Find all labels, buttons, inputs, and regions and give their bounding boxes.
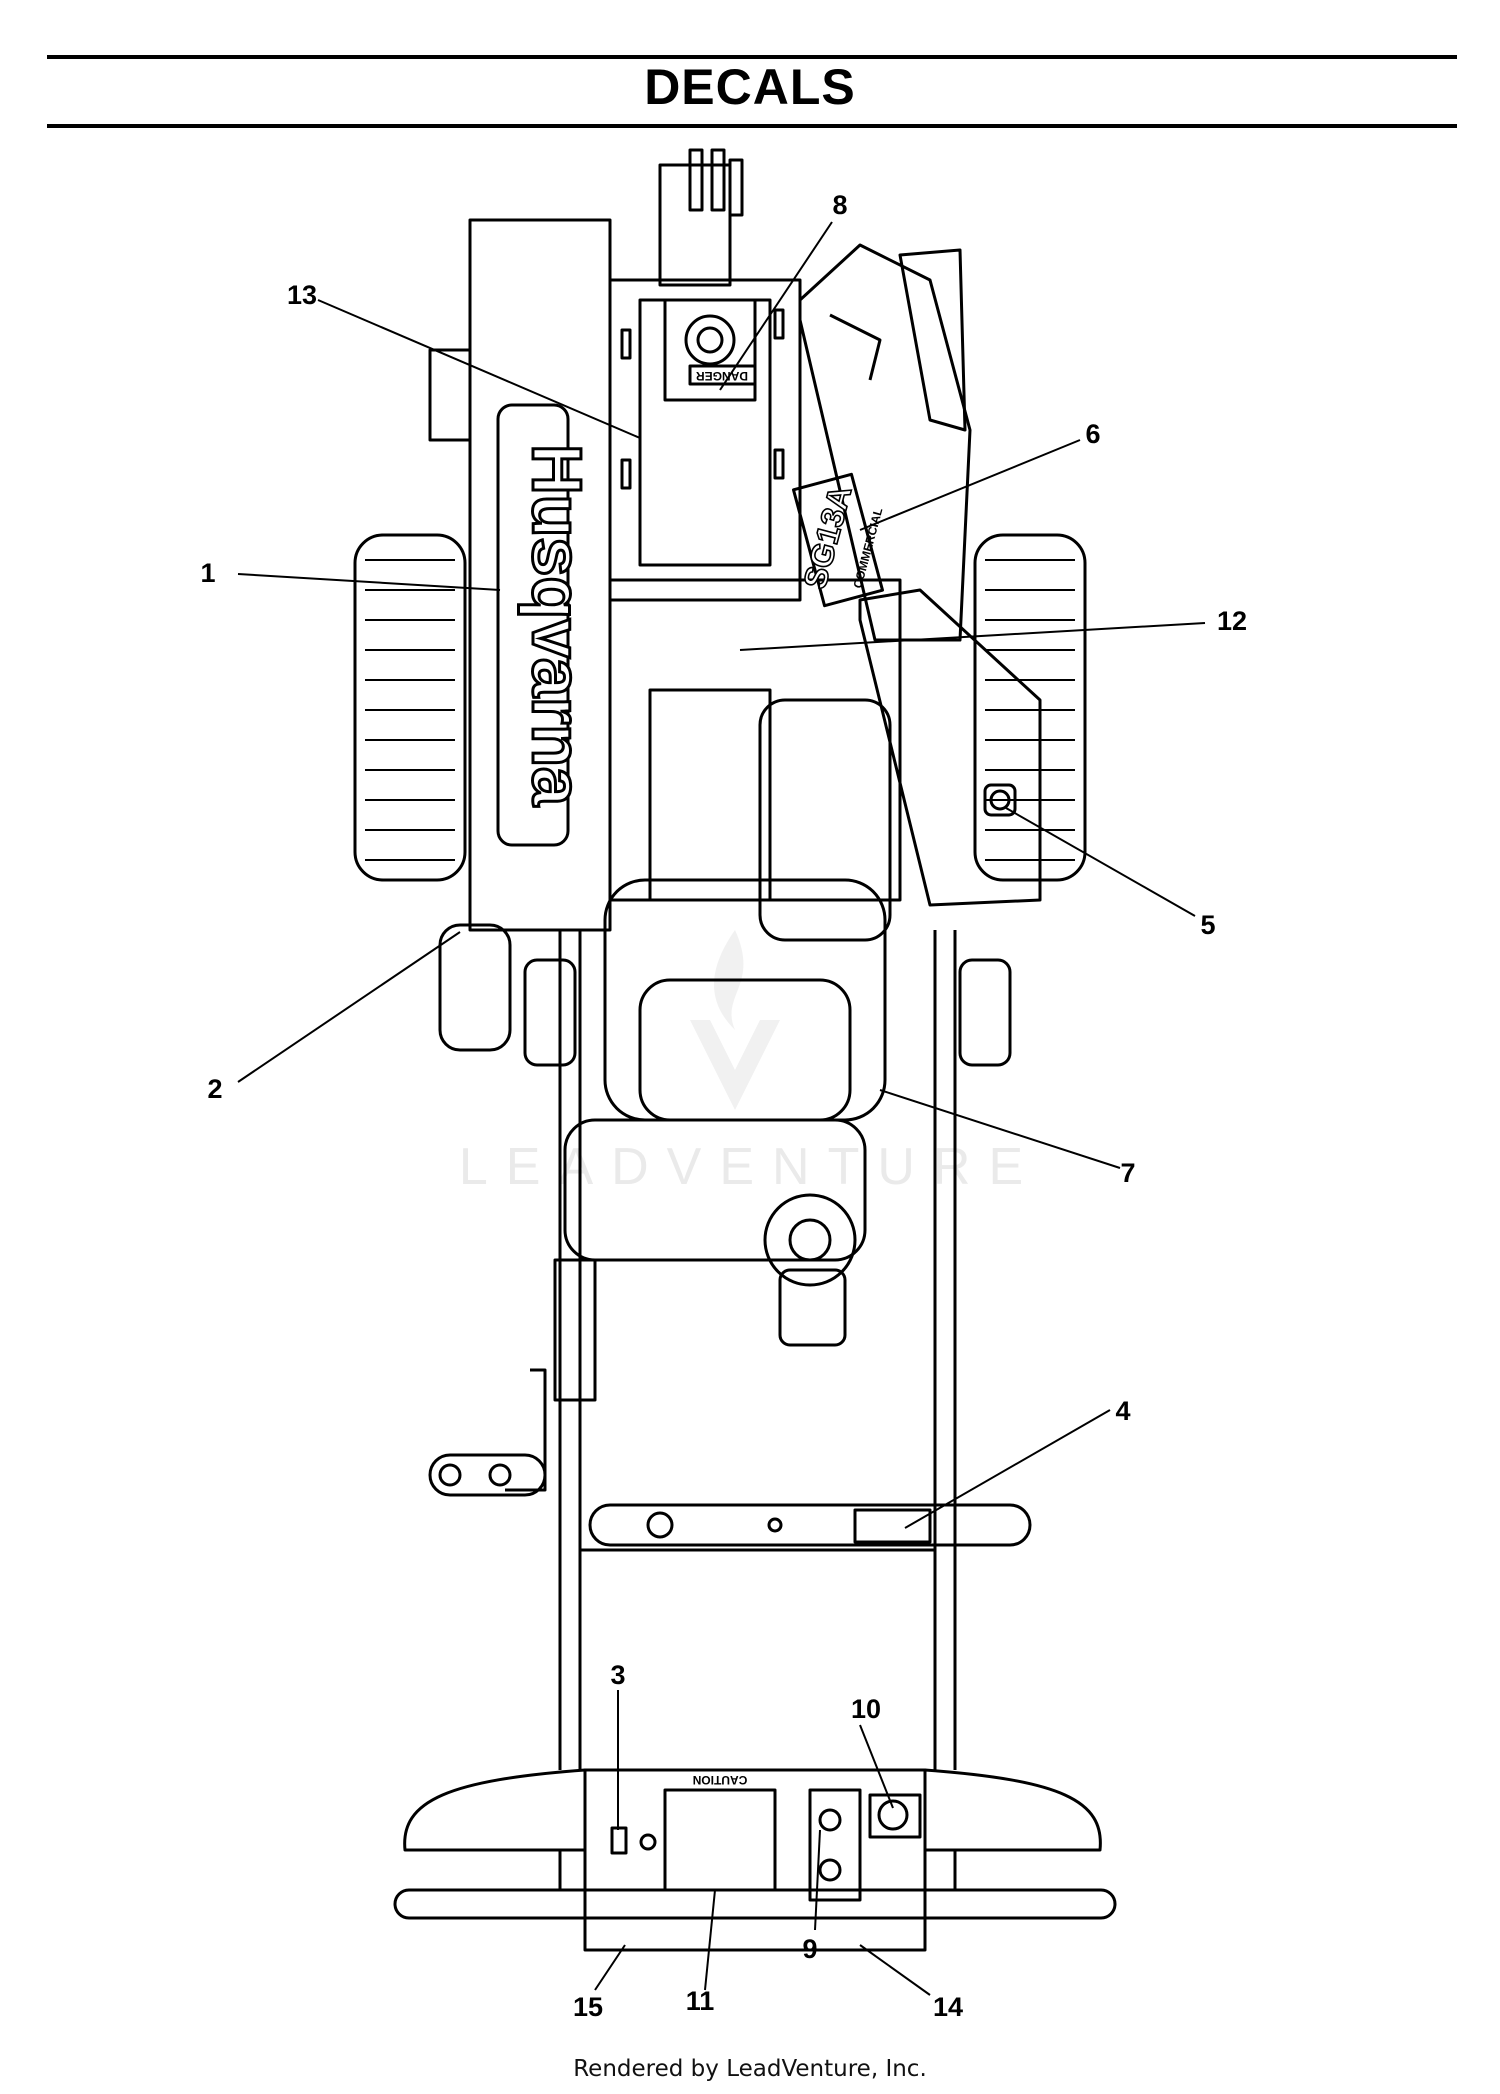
engine-block xyxy=(608,578,902,902)
model-decal xyxy=(791,472,885,608)
top-rule xyxy=(47,55,1457,59)
watermark: LEADVENTURE xyxy=(459,930,1041,1196)
callout-4: 4 xyxy=(1115,1396,1130,1426)
callout-12: 12 xyxy=(1217,606,1247,636)
belt-cover xyxy=(468,218,612,932)
callout-15: 15 xyxy=(573,1992,603,2022)
lower-control-panel xyxy=(583,1768,927,1952)
danger-decal-text: DANGER xyxy=(696,369,748,383)
danger-decal-emblem xyxy=(684,314,736,366)
discharge-chute xyxy=(798,243,972,642)
callout-10: 10 xyxy=(851,1694,881,1724)
throttle-decal xyxy=(808,1788,862,1902)
callouts: 1 2 3 4 5 6 7 8 9 10 11 12 13 14 15 xyxy=(200,190,1247,2022)
watermark-chevron-icon xyxy=(690,1020,780,1110)
recoil-starter xyxy=(763,1193,857,1287)
callout-13: 13 xyxy=(287,280,317,310)
left-tire xyxy=(353,533,467,882)
watermark-text: LEADVENTURE xyxy=(459,1138,1041,1196)
front-bumper-bar xyxy=(393,1888,1117,1920)
callout-1: 1 xyxy=(200,558,215,588)
choke-decal xyxy=(868,1793,922,1839)
fuel-tank xyxy=(563,1118,867,1262)
brake-lever xyxy=(505,1368,547,1492)
side-deflector xyxy=(858,588,1042,907)
callout-2: 2 xyxy=(207,1074,222,1104)
callout-5: 5 xyxy=(1200,910,1215,940)
callout-9: 9 xyxy=(802,1934,817,1964)
callout-14: 14 xyxy=(933,1992,963,2022)
tire-tread xyxy=(365,559,1075,861)
right-bumper-arc xyxy=(924,1768,1102,1852)
left-bumper-arc xyxy=(403,1768,586,1852)
page-title: DECALS xyxy=(644,59,856,115)
top-handle-bracket xyxy=(658,163,732,287)
switch-decal-lower xyxy=(610,1826,628,1855)
caution-decal xyxy=(663,1788,777,1892)
callout-8: 8 xyxy=(832,190,847,220)
bar-decal xyxy=(853,1508,932,1544)
callout-3: 3 xyxy=(610,1660,625,1690)
brake-decal xyxy=(428,1453,547,1497)
callout-11: 11 xyxy=(686,1986,715,2016)
cross-bar xyxy=(588,1503,1032,1547)
footer-credit: Rendered by LeadVenture, Inc. xyxy=(573,2056,927,2082)
brand-decal-text: Husqvarna xyxy=(518,444,596,807)
right-tire xyxy=(973,533,1087,882)
callout-7: 7 xyxy=(1120,1158,1135,1188)
title-underline xyxy=(47,124,1457,128)
callout-6: 6 xyxy=(1085,419,1100,449)
leader-lines xyxy=(237,221,1206,1996)
caution-decal-text: CAUTION xyxy=(693,1773,748,1787)
